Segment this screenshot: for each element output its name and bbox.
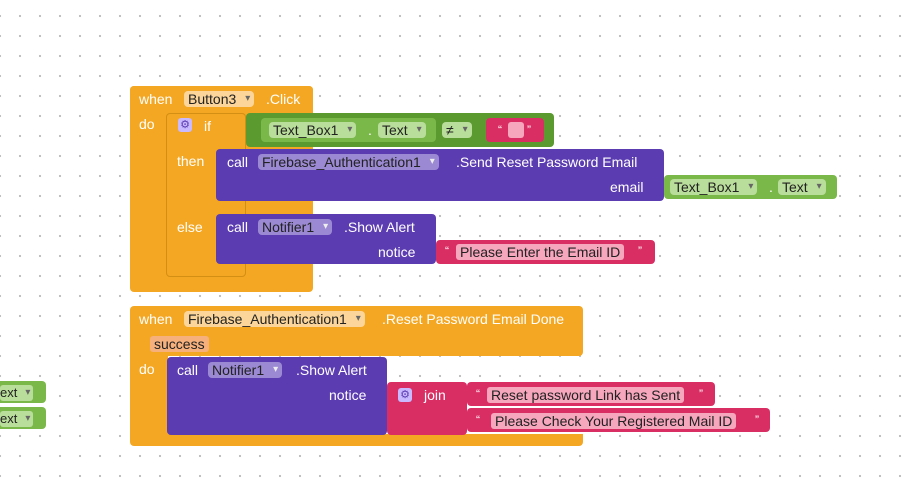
close-quote-icon: ”	[755, 413, 759, 427]
method-label-show-alert-2: .Show Alert	[296, 362, 367, 378]
dot-separator: .	[368, 122, 372, 138]
method-label-send-reset: .Send Reset Password Email	[456, 154, 638, 170]
arg-label-email: email	[610, 179, 644, 195]
component-dropdown-textbox1[interactable]: Text_Box1	[269, 122, 357, 138]
join-label: join	[424, 387, 446, 403]
string-value-enter-email[interactable]: Please Enter the Email ID	[456, 244, 625, 260]
then-label: then	[177, 153, 205, 169]
empty-string-value[interactable]	[508, 122, 524, 138]
component-dropdown-button3[interactable]: Button3	[184, 91, 255, 107]
component-dropdown-textbox1-email[interactable]: Text_Box1	[670, 179, 758, 195]
open-quote-icon: “	[498, 123, 502, 137]
component-dropdown-firebase-event[interactable]: Firebase_Authentication1	[184, 311, 365, 327]
param-success[interactable]: success	[150, 336, 209, 352]
string-value-check-mail[interactable]: Please Check Your Registered Mail ID	[491, 413, 737, 429]
when-label: when	[139, 311, 173, 327]
operator-dropdown[interactable]: ≠	[442, 122, 472, 138]
open-quote-icon: “	[476, 413, 480, 427]
close-quote-icon: ”	[638, 244, 642, 258]
close-quote-icon: ”	[527, 123, 531, 137]
do-label: do	[139, 116, 155, 132]
arg-label-notice-2: notice	[329, 387, 367, 403]
event-name-label: .Click	[266, 91, 301, 107]
component-dropdown-notifier1[interactable]: Notifier1	[258, 219, 333, 235]
gear-icon[interactable]: ⚙	[398, 388, 412, 402]
call-label: call	[177, 362, 199, 378]
when-label: when	[139, 91, 173, 107]
dot-separator: .	[769, 179, 773, 195]
call-label: call	[227, 154, 249, 170]
if-label: if	[204, 118, 211, 134]
component-dropdown-notifier1-2[interactable]: Notifier1	[208, 362, 283, 378]
property-dropdown-text[interactable]: Text	[378, 122, 426, 138]
component-dropdown-firebase[interactable]: Firebase_Authentication1	[258, 154, 439, 170]
event-name-label: .Reset Password Email Done	[382, 311, 565, 327]
partial-text-dropdown-2[interactable]: ext	[0, 411, 34, 427]
call-label: call	[227, 219, 249, 235]
arg-label-notice: notice	[378, 244, 416, 260]
string-value-link-sent[interactable]: Reset password Link has Sent	[487, 387, 685, 403]
method-label-show-alert: .Show Alert	[344, 219, 415, 235]
do-label: do	[139, 361, 155, 377]
property-dropdown-text-email[interactable]: Text	[778, 179, 826, 195]
open-quote-icon: “	[445, 244, 449, 258]
gear-icon[interactable]: ⚙	[178, 118, 192, 132]
close-quote-icon: ”	[699, 387, 703, 401]
open-quote-icon: “	[476, 387, 480, 401]
else-label: else	[177, 219, 203, 235]
partial-text-dropdown-1[interactable]: ext	[0, 385, 34, 401]
